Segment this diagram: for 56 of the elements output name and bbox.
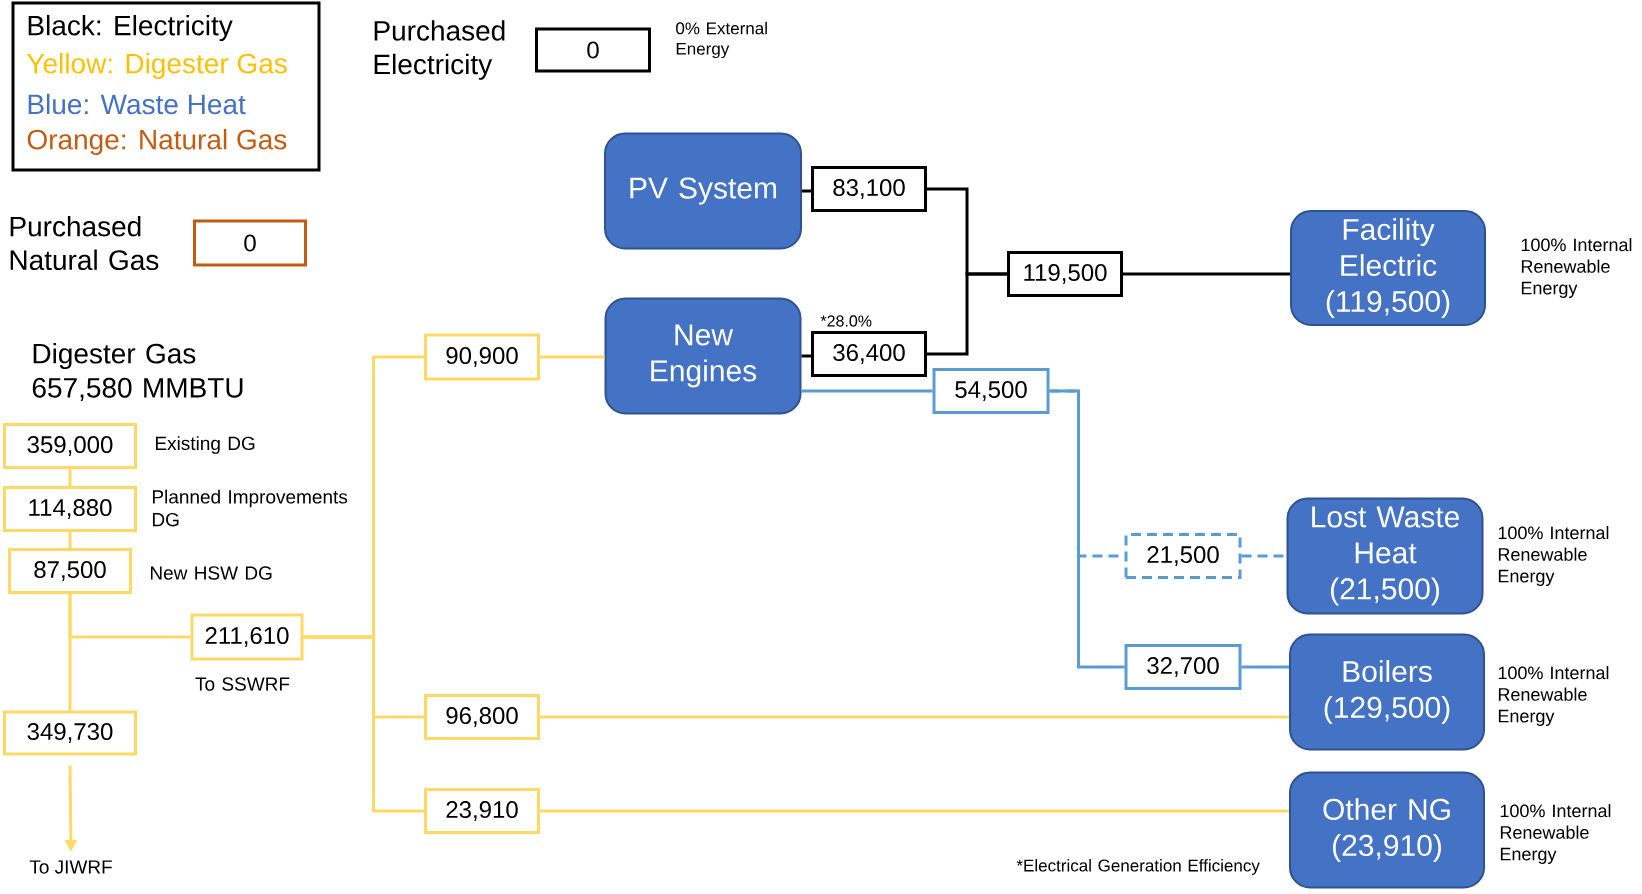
connector [1123, 272, 1290, 276]
value-box: 211,610 [190, 613, 304, 661]
connector [68, 532, 72, 548]
value-box: 23,910 [424, 788, 540, 834]
connector [1049, 389, 1125, 669]
note: 100% Internal Renewable Energy [1498, 526, 1609, 586]
connector [1241, 554, 1287, 558]
note: 0% External Energy [676, 21, 767, 59]
heading: Purchased Natural Gas [10, 215, 159, 271]
destination-label: To JIWRF [29, 860, 112, 874]
value-box: 114,880 [3, 486, 137, 532]
legend-entry: Blue: Waste Heat [28, 93, 246, 115]
value-box: 349,730 [3, 710, 137, 756]
node-label: Planned Improvements DG [152, 489, 348, 527]
legend-entry: Black: Electricity [28, 14, 233, 42]
note: *28.0% [820, 315, 872, 327]
value-box: 87,500 [8, 548, 132, 594]
connector [68, 594, 72, 711]
value-box: 54,500 [932, 368, 1050, 414]
value-box: 83,100 [811, 166, 927, 212]
legend-entry: Orange: Natural Gas [27, 128, 287, 156]
value-box: 0 [535, 27, 651, 73]
connector [540, 715, 1289, 719]
connector [540, 355, 605, 359]
value-box: 32,700 [1124, 644, 1242, 690]
connector [801, 354, 811, 358]
connector [1241, 665, 1289, 669]
process-box: Other NG (23,910) [1289, 771, 1485, 889]
heading: Purchased Electricity [374, 20, 505, 80]
value-box: 36,400 [811, 331, 927, 377]
process-box: New Engines [604, 297, 802, 415]
value-box: 90,900 [424, 333, 540, 381]
connector [927, 272, 1007, 356]
footnote: *Electrical Generation Efficiency [1016, 859, 1260, 875]
connector [801, 389, 933, 393]
connector [68, 469, 72, 486]
heading: Digester Gas 657,580 MMBTU [32, 343, 243, 401]
node-label: Existing DG [155, 436, 255, 454]
node-label: To SSWRF [195, 677, 290, 691]
value-box: 359,000 [3, 423, 137, 469]
process-box: Facility Electric (119,500) [1290, 210, 1486, 326]
note: 100% Internal Renewable Energy [1500, 804, 1611, 864]
note: 100% Internal Renewable Energy [1498, 666, 1609, 726]
process-box: PV System [604, 132, 802, 250]
connector [303, 635, 424, 813]
value-box: 0 [193, 219, 307, 267]
process-box: Boilers (129,500) [1289, 633, 1485, 751]
legend-entry: Yellow: Digester Gas [27, 52, 287, 80]
process-box: Lost Waste Heat (21,500) [1286, 497, 1484, 615]
value-box: 119,500 [1007, 251, 1123, 297]
value-box: 96,800 [424, 694, 540, 740]
note: 100% Internal Renewable Energy [1521, 238, 1632, 298]
value-box: 21,500 [1124, 533, 1242, 579]
connector [540, 809, 1289, 813]
node-label: New HSW DG [150, 566, 272, 580]
connector [802, 189, 811, 193]
